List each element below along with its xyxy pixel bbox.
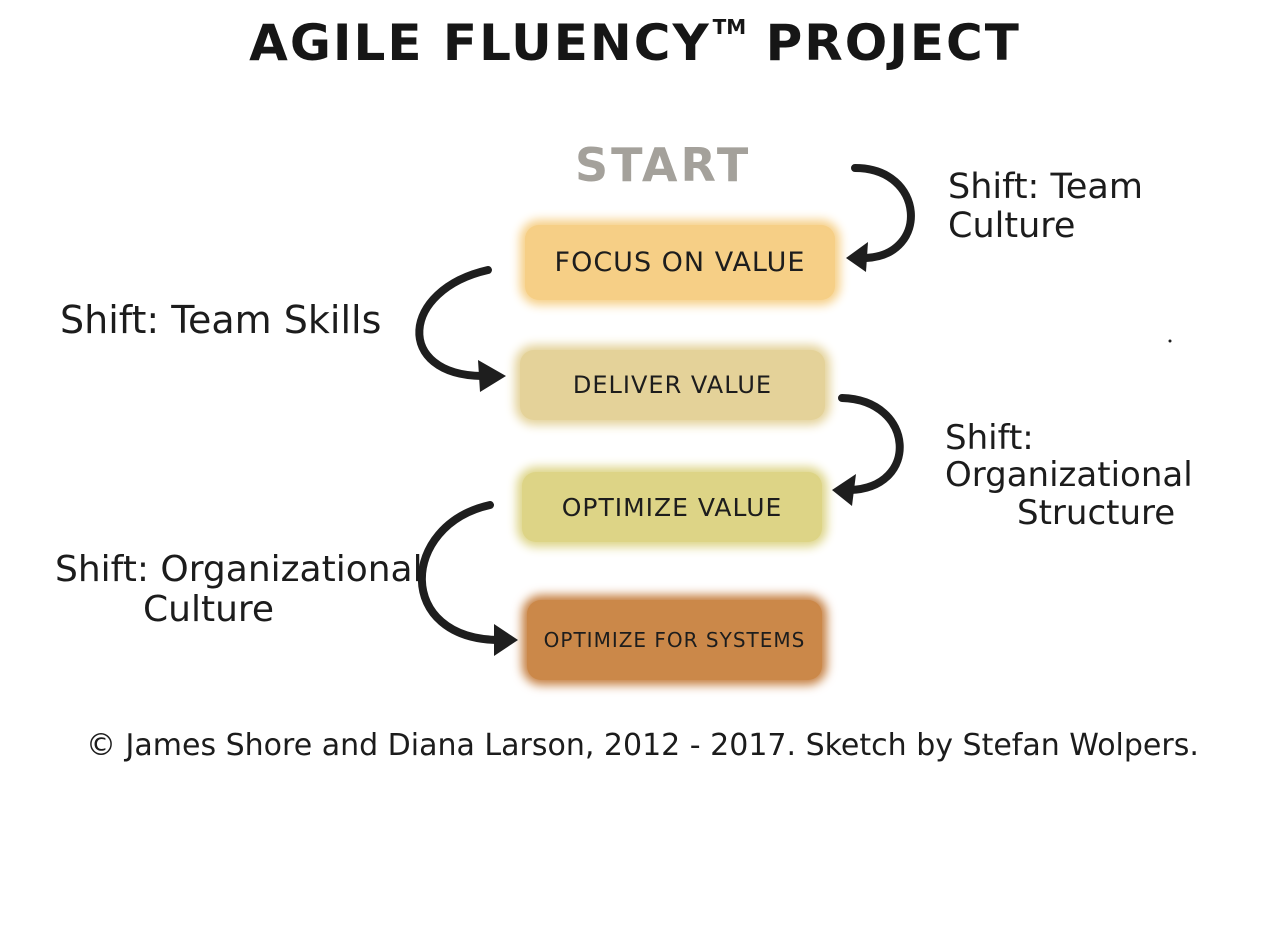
- shift-organizational-culture: Shift: Organizational Culture: [55, 550, 423, 629]
- start-label: START: [575, 138, 752, 192]
- shift-team-skills: Shift: Team Skills: [60, 298, 382, 342]
- shift-org-structure-line2: Structure: [1017, 492, 1176, 533]
- arrowhead-team-culture: [846, 242, 868, 272]
- stage-focus-on-value: FOCUS ON VALUE: [525, 225, 835, 300]
- arrowhead-org-culture: [494, 624, 518, 656]
- arrow-org-culture: [417, 501, 504, 644]
- shift-org-culture-line1: Shift: Organizational: [55, 549, 423, 590]
- arrow-org-structure: [838, 394, 904, 494]
- shift-org-structure-line1: Shift: Organizational: [945, 418, 1193, 496]
- arrowhead-team-skills: [478, 360, 506, 392]
- shift-team-culture: Shift: Team Culture: [948, 167, 1143, 246]
- stage-optimize-for-systems: OPTIMIZE FOR SYSTEMS: [527, 600, 822, 680]
- title-suffix: PROJECT: [765, 14, 1021, 72]
- stage-optimize-value: OPTIMIZE VALUE: [522, 472, 822, 542]
- copyright-credit: © James Shore and Diana Larson, 2012 - 2…: [86, 728, 1199, 763]
- arrowhead-org-structure: [832, 474, 856, 506]
- arrow-team-skills: [415, 266, 492, 380]
- shift-organizational-structure: Shift: Organizational Structure: [945, 418, 1270, 533]
- trademark-mark: TM: [712, 15, 747, 39]
- stage-deliver-value: DELIVER VALUE: [520, 350, 825, 420]
- title-main: AGILE FLUENCY: [249, 14, 711, 72]
- shift-org-culture-line2: Culture: [143, 588, 275, 630]
- stray-dot: [1168, 339, 1172, 343]
- arrow-team-culture: [851, 164, 915, 262]
